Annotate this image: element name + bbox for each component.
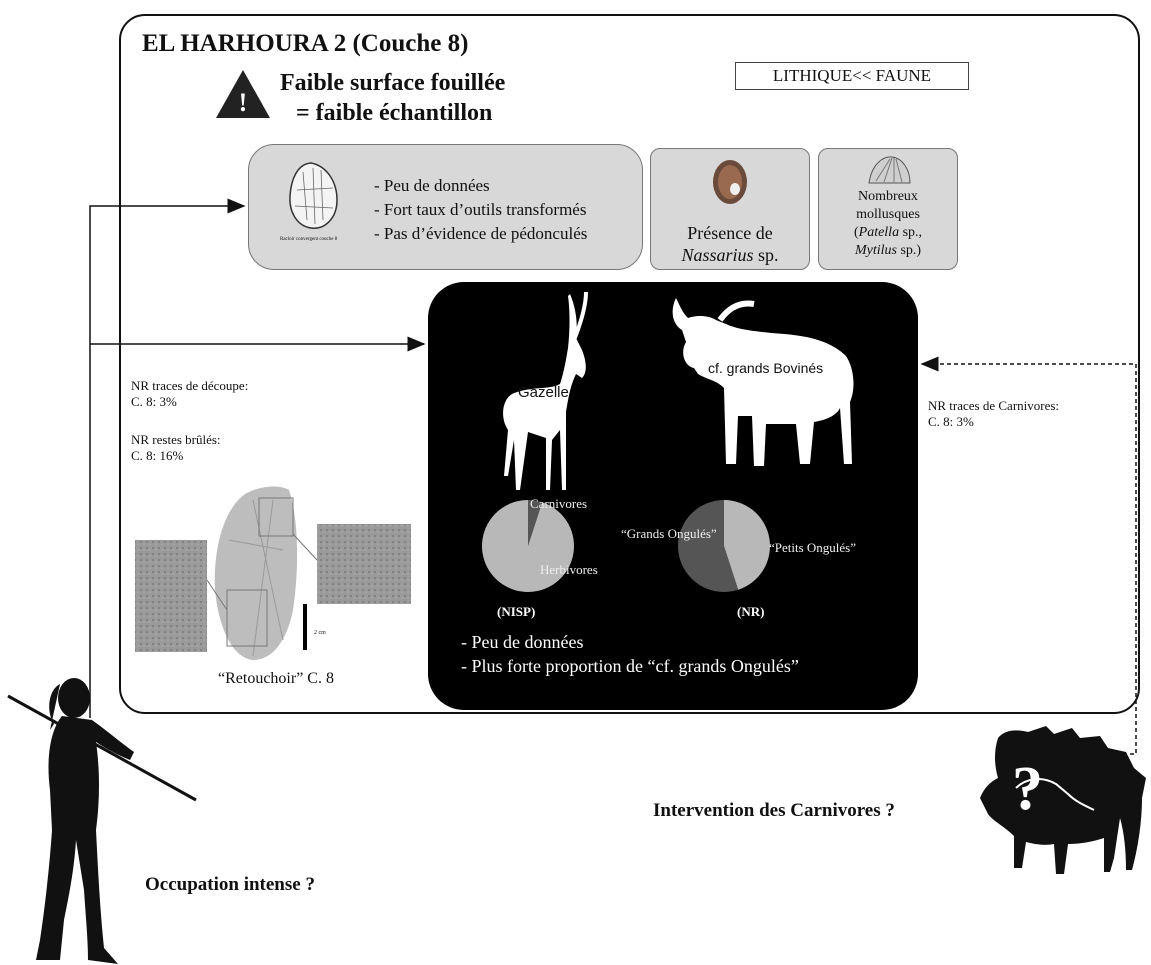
lithic-fauna-tag: LITHIQUE<< FAUNE <box>735 62 969 90</box>
pie1-title: (NISP) <box>497 604 536 619</box>
scraper-drawing-icon <box>289 162 338 229</box>
gazelle-silhouette-icon <box>503 291 588 490</box>
mollusc-sp-1: sp., <box>899 225 923 240</box>
pie1-slice-1 <box>528 500 543 546</box>
warning-icon: ! <box>216 70 270 118</box>
pie2-label-grands: “Grands Ongulés” <box>621 526 717 541</box>
pie1-slice-2 <box>482 500 574 592</box>
burnt-label: NR restes brûlés: <box>131 432 221 447</box>
pie2-slice-2 <box>724 500 770 590</box>
cut-marks-value: C. 8: 3% <box>131 394 177 409</box>
carnivores-question: Intervention des Carnivores ? <box>653 800 895 821</box>
mollusc-genus-1: Patella <box>858 225 900 240</box>
cut-marks-label: NR traces de découpe: <box>131 378 249 393</box>
fauna-note-1: - Peu de données <box>461 632 584 652</box>
carnivore-marks-value: C. 8: 3% <box>928 414 974 429</box>
pie-charts <box>482 500 770 592</box>
mollusc-line-3: (Patella sp., <box>818 224 958 242</box>
bovine-silhouette-icon <box>672 298 854 466</box>
pie1-label-herbivores: Herbivores <box>540 562 598 577</box>
mollusc-line-2: mollusques <box>856 207 920 222</box>
pie2-label-petits: “Petits Ongulés” <box>769 540 857 555</box>
mollusc-paren: ( <box>853 225 859 240</box>
mollusc-sp-2: sp.) <box>896 243 922 258</box>
pie2-title: (NR) <box>737 604 765 619</box>
mollusc-box <box>818 148 958 270</box>
warning-line-1: Faible surface fouillée <box>280 70 506 96</box>
hyena-question-mark: ? <box>1012 755 1043 823</box>
retouchoir-caption: “Retouchoir” C. 8 <box>218 670 334 687</box>
lithic-item-3: - Pas d’évidence de pédonculés <box>374 224 588 243</box>
retouchoir-photo <box>135 486 411 660</box>
human-silhouette-icon <box>7 678 197 964</box>
fauna-note-2: - Plus forte proportion de “cf. grands O… <box>461 656 799 676</box>
limpet-shell-icon <box>868 156 911 184</box>
scraper-caption: Racloir convergent couche 8 <box>280 237 338 242</box>
gazelle-label: Gazelle <box>518 384 569 401</box>
lithic-item-1: - Peu de données <box>374 176 490 195</box>
mollusc-genus-2: Mytilus <box>854 243 897 258</box>
nassarius-shell-icon <box>713 160 747 204</box>
pie2-slice-1 <box>678 500 739 592</box>
nassarius-line-2: Nassarius sp. <box>650 244 810 266</box>
mollusc-text: Nombreux mollusques (Patella sp., Mytilu… <box>818 188 958 260</box>
warning-line-2: = faible échantillon <box>296 100 493 126</box>
site-frame <box>119 14 1140 714</box>
mollusc-line-1: Nombreux <box>858 189 918 204</box>
site-title: EL HARHOURA 2 (Couche 8) <box>142 30 469 57</box>
lithic-item-2: - Fort taux d’outils transformés <box>374 200 587 219</box>
carnivore-marks-label: NR traces de Carnivores: <box>928 398 1060 413</box>
svg-text:!: ! <box>239 88 248 117</box>
nassarius-genus: Nassarius <box>681 245 754 265</box>
bovine-label: cf. grands Bovinés <box>708 360 824 376</box>
burnt-value: C. 8: 16% <box>131 448 184 463</box>
pie1-label-carnivores: Carnivores <box>530 496 588 511</box>
mollusc-line-4: Mytilus sp.) <box>818 242 958 260</box>
occupation-question: Occupation intense ? <box>145 874 315 895</box>
nassarius-text: Présence de Nassarius sp. <box>650 222 810 266</box>
nassarius-line-1: Présence de <box>687 223 773 243</box>
nassarius-suffix: sp. <box>753 245 779 265</box>
hyena-silhouette-icon <box>980 726 1146 874</box>
scale-label: 2 cm <box>314 630 326 636</box>
